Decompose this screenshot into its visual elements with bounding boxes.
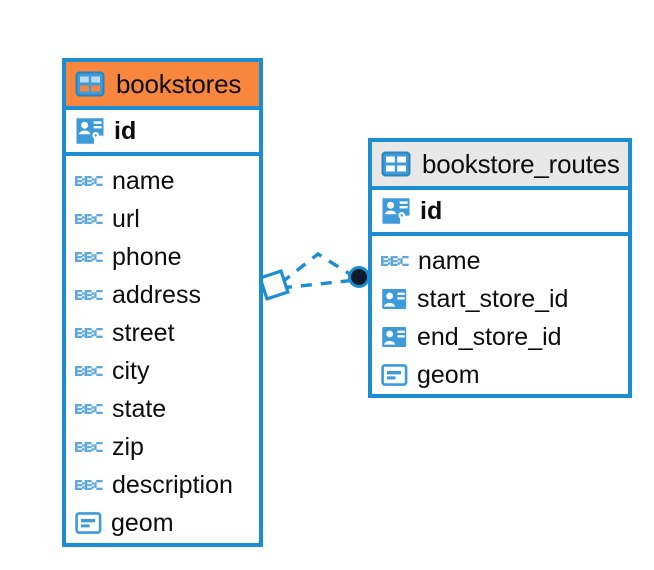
field-label: geom — [417, 360, 480, 389]
field-label: name — [112, 166, 175, 195]
primary-key-icon — [381, 196, 411, 226]
field-label: geom — [111, 508, 174, 537]
field-label: end_store_id — [417, 322, 562, 351]
geometry-icon — [75, 511, 102, 535]
text-abc-icon — [75, 477, 103, 493]
foreign-key-icon — [381, 325, 408, 349]
field-label: phone — [112, 242, 182, 271]
field-row-geom[interactable]: geom — [66, 504, 259, 542]
text-abc-icon — [75, 249, 103, 265]
field-row-primary-key[interactable]: id — [372, 190, 628, 236]
field-row-zip[interactable]: zip — [66, 428, 259, 466]
field-label: url — [112, 204, 140, 233]
field-label: zip — [112, 432, 144, 461]
field-row-state[interactable]: state — [66, 390, 259, 428]
field-row-city[interactable]: city — [66, 352, 259, 390]
field-row-name[interactable]: name — [66, 162, 259, 200]
text-abc-icon — [75, 287, 103, 303]
field-list-bookstores: name — [66, 156, 259, 548]
text-abc-icon — [75, 363, 103, 379]
relationship-branch-lower — [280, 278, 357, 290]
field-label: start_store_id — [417, 284, 569, 313]
field-row-phone[interactable]: phone — [66, 238, 259, 276]
field-row-geom[interactable]: geom — [372, 356, 628, 394]
text-abc-icon — [75, 439, 103, 455]
text-abc-icon — [381, 253, 409, 269]
field-label: street — [112, 318, 175, 347]
field-label: id — [114, 116, 137, 145]
field-row-name[interactable]: name — [372, 242, 628, 280]
filled-circle-marker — [348, 266, 370, 288]
field-row-description[interactable]: description — [66, 466, 259, 504]
table-icon — [381, 151, 411, 177]
relationship-branch-upper — [279, 251, 357, 285]
field-row-street[interactable]: street — [66, 314, 259, 352]
field-label: address — [112, 280, 201, 309]
primary-key-icon — [75, 116, 105, 146]
field-label: id — [420, 196, 443, 225]
field-label: state — [112, 394, 167, 423]
entity-header-bookstore-routes[interactable]: bookstore_routes — [372, 142, 628, 190]
field-row-start-store-id[interactable]: start_store_id — [372, 280, 628, 318]
field-row-primary-key[interactable]: id — [66, 110, 259, 156]
text-abc-icon — [75, 211, 103, 227]
field-row-end-store-id[interactable]: end_store_id — [372, 318, 628, 356]
text-abc-icon — [75, 325, 103, 341]
field-row-address[interactable]: address — [66, 276, 259, 314]
geometry-icon — [381, 363, 408, 387]
entity-title: bookstore_routes — [422, 148, 620, 179]
entity-bookstore-routes[interactable]: bookstore_routes id — [368, 138, 632, 398]
field-label: description — [112, 470, 233, 499]
text-abc-icon — [75, 401, 103, 417]
diamond-marker — [258, 269, 290, 301]
field-label: name — [418, 246, 481, 275]
foreign-key-icon — [381, 287, 408, 311]
text-abc-icon — [75, 173, 103, 189]
field-row-url[interactable]: url — [66, 200, 259, 238]
entity-header-bookstores[interactable]: bookstores — [66, 62, 259, 110]
field-list-bookstore-routes: name start_store_id — [372, 236, 628, 400]
entity-bookstores[interactable]: bookstores id — [62, 58, 263, 547]
entity-title: bookstores — [116, 68, 242, 99]
table-icon — [75, 71, 105, 97]
field-label: city — [112, 356, 150, 385]
